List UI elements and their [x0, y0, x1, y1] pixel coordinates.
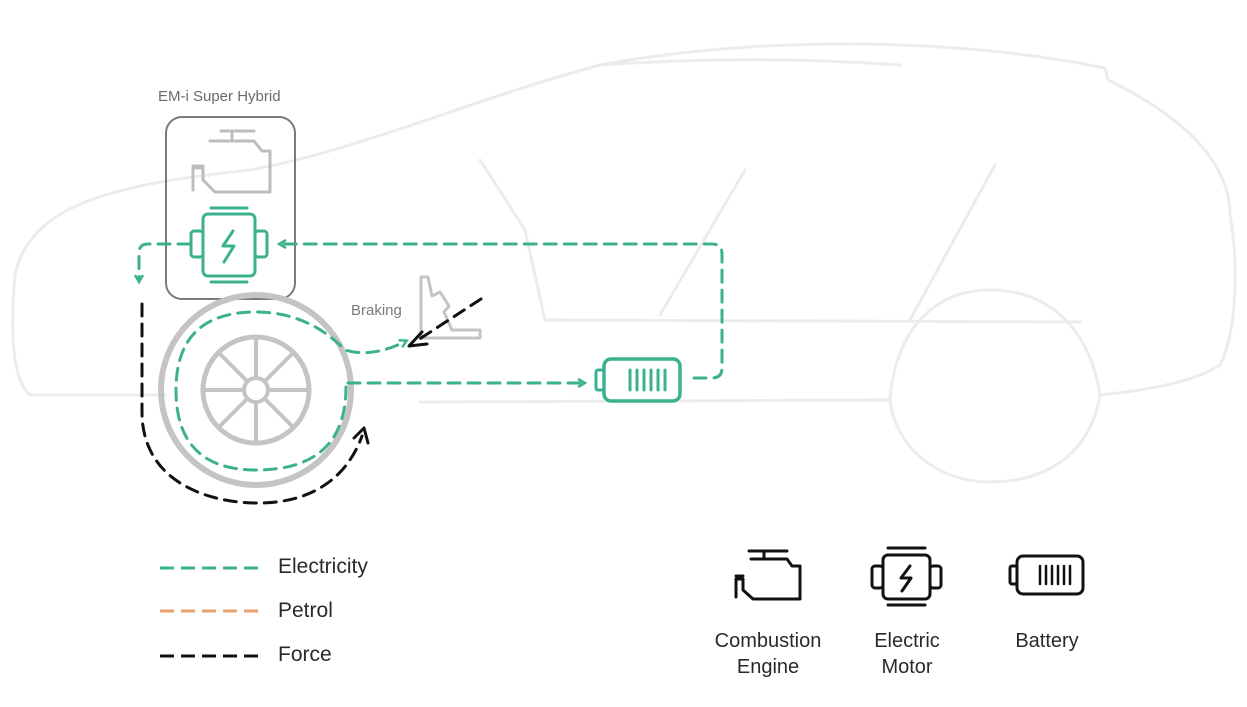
car-silhouette — [11, 42, 1237, 484]
icon-label-line: Combustion — [714, 630, 822, 652]
braking-force-flow — [416, 297, 483, 342]
combustion-engine-icon — [191, 129, 272, 194]
icon-label-line: Motor — [881, 656, 933, 678]
icon-label-combustion-engine: Combustion Engine — [700, 628, 836, 680]
system-title: EM-i Super Hybrid — [158, 88, 281, 105]
icon-label-line: Battery — [1015, 630, 1079, 652]
wheel-spoke — [216, 396, 250, 430]
icon-label-line: Engine — [736, 656, 800, 678]
wheel-spoke — [216, 350, 250, 384]
electric-motor-icon — [189, 206, 269, 284]
icon-label-battery: Battery — [990, 628, 1104, 654]
electricity-flows — [139, 242, 724, 472]
icon-label-line: Electric — [874, 630, 940, 652]
icon-label-electric-motor: Electric Motor — [850, 628, 964, 680]
battery-icon — [1008, 554, 1085, 596]
legend-label-electricity: Electricity — [278, 555, 368, 578]
wheel-rotation-force — [140, 302, 364, 505]
legend-label-force: Force — [278, 643, 332, 666]
wheel-regen-flow — [174, 310, 404, 472]
wheel-icon — [158, 292, 354, 488]
motor-to-wheel-flow — [139, 242, 192, 279]
braking-label: Braking — [351, 302, 402, 319]
battery-icon — [594, 357, 682, 403]
force-flows — [140, 297, 483, 505]
force-arrowheads — [352, 330, 429, 445]
electric-motor-icon — [870, 546, 943, 607]
wheel-spoke — [262, 350, 296, 384]
brake-pedal-icon — [419, 275, 482, 340]
wheel-spokes — [201, 335, 311, 445]
battery-to-motor-flow — [282, 244, 724, 380]
legend-label-petrol: Petrol — [278, 599, 333, 622]
wheel-spoke — [262, 396, 296, 430]
combustion-engine-icon — [734, 549, 802, 601]
legend — [160, 566, 262, 658]
